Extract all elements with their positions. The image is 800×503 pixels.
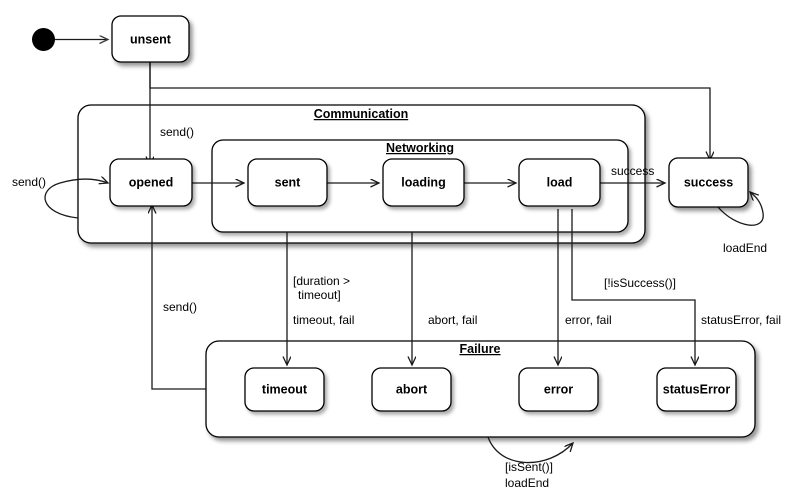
state-abort[interactable]: abort: [371, 367, 452, 412]
edge-label-communication-self-send: send(): [12, 175, 46, 189]
edge-label-failure-to-opened: send(): [163, 300, 197, 314]
edge-label-timeout-guard-2: timeout]: [298, 288, 341, 302]
state-load[interactable]: load: [518, 158, 601, 207]
edge-label-timeout-guard-1: [duration >: [293, 274, 350, 288]
state-unsent[interactable]: unsent: [111, 15, 190, 63]
edge-label-unsent-to-opened: send(): [160, 125, 194, 139]
state-load-label: load: [547, 175, 573, 189]
state-error-label: error: [544, 382, 573, 396]
edge-load-to-statuserror: [571, 209, 695, 365]
region-communication-label: Communication: [314, 107, 408, 121]
state-abort-box: [371, 367, 452, 412]
edge-label-statuserror-guard: [!isSuccess()]: [604, 276, 676, 290]
state-loading-box: [382, 158, 465, 207]
edge-unsent-to-success: [149, 62, 710, 160]
edge-success-self-loop: [717, 192, 764, 226]
state-opened-label: opened: [129, 175, 173, 189]
edge-label-success-self-loop: loadEnd: [723, 241, 767, 255]
edge-failure-to-opened-leg: [151, 243, 206, 390]
state-unsent-box: [111, 15, 190, 63]
state-sent[interactable]: sent: [247, 158, 328, 207]
edge-label-error-event: error, fail: [565, 313, 612, 327]
state-timeout[interactable]: timeout: [244, 367, 325, 412]
state-error-box: [518, 367, 599, 412]
region-failure-label: Failure: [460, 342, 501, 356]
edge-label-abort-event: abort, fail: [428, 313, 477, 327]
edge-label-failure-self-guard: [isSent()]: [505, 460, 553, 474]
state-timeout-box: [244, 367, 325, 412]
edge-label-failure-self-event: loadEnd: [505, 476, 549, 490]
initial-state-dot[interactable]: [32, 28, 55, 51]
state-opened-box: [109, 158, 193, 207]
state-statuserror[interactable]: statusError: [656, 367, 737, 412]
edge-communication-self-send: [44, 179, 108, 219]
edge-label-timeout-event: timeout, fail: [293, 313, 354, 327]
edge-label-load-to-success: success: [611, 164, 654, 178]
state-loading-label: loading: [401, 175, 445, 189]
state-timeout-label: timeout: [262, 382, 308, 396]
state-success[interactable]: success: [668, 157, 749, 208]
state-statuserror-label: statusError: [663, 382, 731, 396]
edge-failure-self-loop: [487, 436, 573, 464]
state-sent-label: sent: [275, 175, 302, 189]
edge-label-statuserror-event: statusError, fail: [701, 313, 781, 327]
state-success-label: success: [684, 175, 733, 189]
state-opened[interactable]: opened: [109, 158, 193, 207]
region-networking-label: Networking: [386, 141, 454, 155]
state-success-box: [668, 157, 749, 208]
state-statuserror-box: [656, 367, 737, 412]
state-loading[interactable]: loading: [382, 158, 465, 207]
state-sent-box: [247, 158, 328, 207]
state-abort-label: abort: [396, 382, 428, 396]
state-error[interactable]: error: [518, 367, 599, 412]
state-load-box: [518, 158, 601, 207]
state-unsent-label: unsent: [130, 32, 172, 46]
